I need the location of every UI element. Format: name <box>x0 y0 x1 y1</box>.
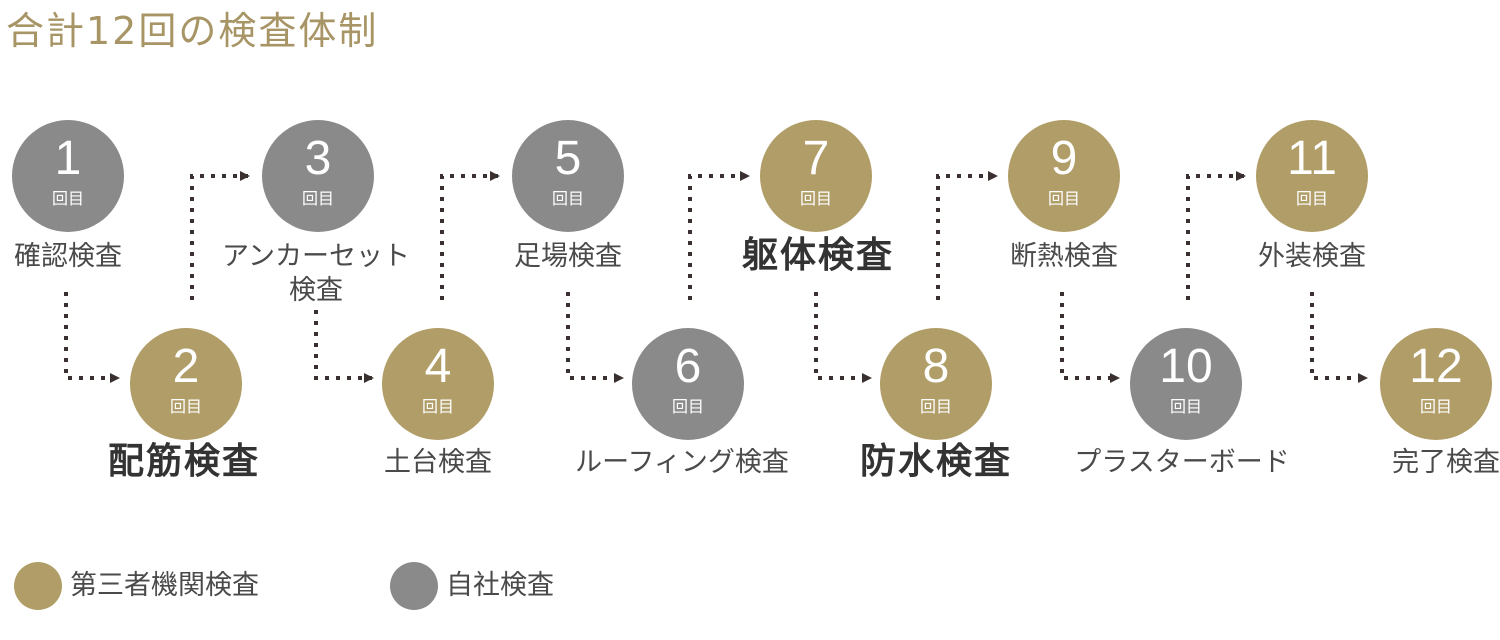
step-4-circle: 4 回目 <box>382 328 494 440</box>
connector-5-6 <box>566 292 624 383</box>
step-12-label: 完了検査 <box>1392 447 1500 478</box>
step-10-circle: 10 回目 <box>1130 328 1242 440</box>
connector-8-9 <box>936 171 998 300</box>
step-2-label: 配筋検査 <box>107 441 260 482</box>
step-unit: 回目 <box>1047 189 1080 208</box>
step-2-circle: 2 回目 <box>130 328 242 440</box>
connector-2-3 <box>190 171 250 300</box>
connector-11-12 <box>1310 292 1368 383</box>
step-number: 3 <box>304 132 332 185</box>
step-number: 12 <box>1409 340 1463 393</box>
step-5-label: 足場検査 <box>514 241 622 272</box>
step-10-label: プラスターボード <box>1074 447 1290 478</box>
step-1-label: 確認検査 <box>14 241 122 272</box>
step-7-circle: 7 回目 <box>760 120 872 232</box>
step-9-circle: 9 回目 <box>1008 120 1120 232</box>
legend-label-self: 自社検査 <box>446 570 554 601</box>
step-5-circle: 5 回目 <box>512 120 624 232</box>
step-7-label: 躯体検査 <box>741 235 894 276</box>
connector-6-7 <box>688 171 750 300</box>
step-unit: 回目 <box>1169 397 1202 416</box>
step-number: 11 <box>1287 132 1337 185</box>
connector-10-11 <box>1186 171 1246 300</box>
connector-1-2 <box>64 292 120 383</box>
connector-7-8 <box>814 292 872 383</box>
step-9-label: 断熱検査 <box>1010 241 1118 272</box>
step-8-label: 防水検査 <box>859 441 1012 482</box>
legend-swatch-self <box>390 562 438 610</box>
legend-label-third-party: 第三者機関検査 <box>70 570 259 601</box>
step-number: 9 <box>1050 132 1078 185</box>
step-number: 2 <box>172 340 200 393</box>
step-unit: 回目 <box>421 397 454 416</box>
step-12-circle: 12 回目 <box>1380 328 1492 440</box>
step-unit: 回目 <box>799 189 832 208</box>
step-number: 5 <box>554 132 582 185</box>
legend-swatch-third-party <box>14 562 62 610</box>
step-11-label: 外装検査 <box>1258 241 1366 272</box>
step-4-label: 土台検査 <box>384 447 492 478</box>
step-unit: 回目 <box>1419 397 1452 416</box>
step-number: 4 <box>424 340 452 393</box>
step-3-circle: 3 回目 <box>262 120 374 232</box>
step-number: 6 <box>674 340 702 393</box>
step-6-label: ルーフィング検査 <box>575 447 789 478</box>
step-number: 7 <box>802 132 830 185</box>
step-unit: 回目 <box>551 189 584 208</box>
step-unit: 回目 <box>301 189 334 208</box>
step-number: 1 <box>54 132 82 185</box>
page-title: 合計12回の検査体制 <box>6 9 379 53</box>
step-1-circle: 1 回目 <box>12 120 124 232</box>
connector-9-10 <box>1060 292 1120 383</box>
step-3-label: アンカーセット 検査 <box>222 241 410 306</box>
step-number: 10 <box>1159 340 1213 393</box>
step-unit: 回目 <box>169 397 202 416</box>
step-unit: 回目 <box>1295 189 1328 208</box>
step-unit: 回目 <box>671 397 704 416</box>
step-number: 8 <box>922 340 950 393</box>
step-8-circle: 8 回目 <box>880 328 992 440</box>
step-11-circle: 11 回目 <box>1256 120 1368 232</box>
step-unit: 回目 <box>51 189 84 208</box>
connector-3-4 <box>314 310 374 383</box>
step-unit: 回目 <box>919 397 952 416</box>
step-6-circle: 6 回目 <box>632 328 744 440</box>
connector-4-5 <box>440 171 500 300</box>
